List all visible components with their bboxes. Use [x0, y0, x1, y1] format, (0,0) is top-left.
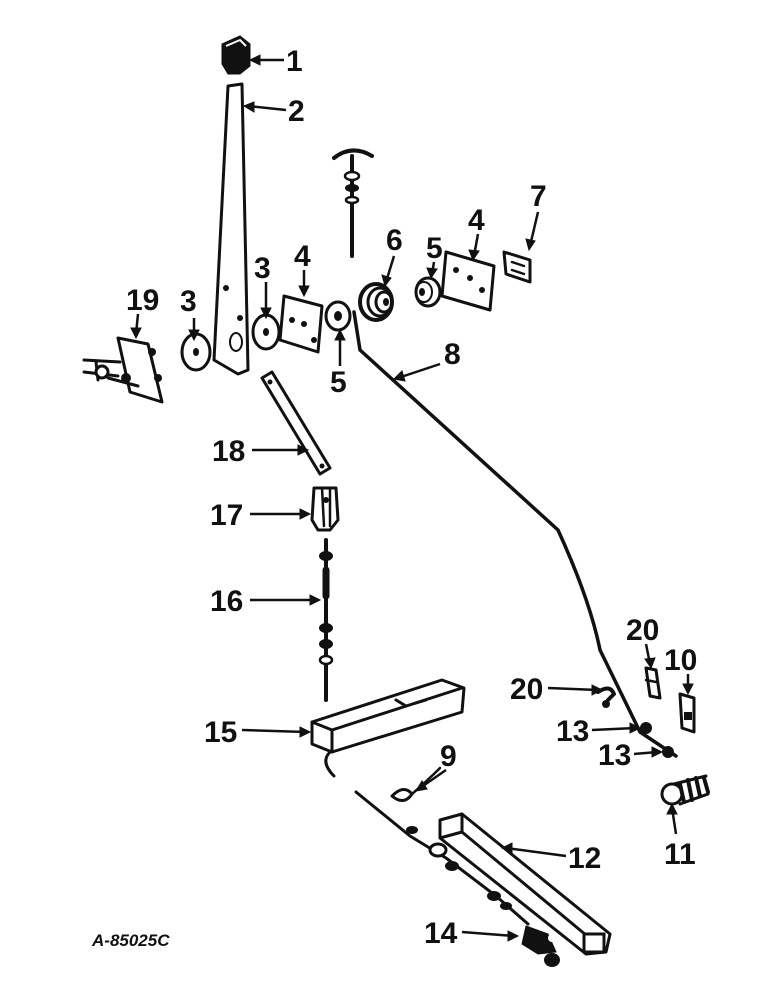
part-7-clip — [502, 250, 532, 284]
callout-5-right: 5 — [426, 232, 443, 265]
part-20-clamp-right — [644, 666, 662, 700]
part-3-washer-left — [180, 332, 212, 372]
part-10-bracket — [678, 692, 696, 734]
part-2-lever — [212, 82, 250, 376]
part-20-clamp-left — [596, 686, 616, 708]
part-14-yoke — [521, 925, 560, 967]
part-11-spring — [660, 774, 710, 806]
callout-7: 7 — [530, 180, 547, 213]
callout-20-left: 20 — [510, 673, 543, 706]
part-16-threaded-rod — [318, 538, 334, 702]
part-6-spring — [358, 282, 394, 322]
callout-3-right: 3 — [254, 252, 271, 285]
part-19-bracket — [82, 336, 164, 404]
callout-16: 16 — [210, 585, 243, 618]
part-18-link — [260, 370, 332, 476]
part-9-clip — [390, 766, 442, 802]
callout-18: 18 — [212, 435, 245, 468]
part-17-clevis — [310, 486, 340, 532]
callout-13-upper: 13 — [556, 715, 589, 748]
callout-2: 2 — [288, 95, 305, 128]
callout-12: 12 — [568, 842, 601, 875]
callout-14: 14 — [424, 917, 458, 950]
callout-5-left: 5 — [330, 366, 347, 399]
callout-labels: 1 2 3 3 4 4 5 5 6 7 8 9 10 11 12 13 13 1… — [126, 45, 697, 950]
part-13-nut-upper — [640, 722, 652, 734]
part-13-nut-lower — [662, 746, 674, 758]
callout-11: 11 — [664, 838, 696, 871]
part-8-rod — [352, 310, 678, 758]
part-3-washer-right — [251, 313, 281, 351]
callout-13-lower: 13 — [598, 739, 631, 772]
callout-15: 15 — [204, 716, 237, 749]
callout-10: 10 — [664, 644, 697, 677]
callout-9: 9 — [440, 740, 457, 773]
callout-19: 19 — [126, 284, 159, 317]
leader-lines — [130, 54, 694, 942]
part-15-channel — [310, 678, 466, 778]
callout-6: 6 — [386, 224, 403, 257]
callout-4-right: 4 — [468, 204, 485, 237]
t-handle-bolt — [332, 148, 374, 258]
drawing-number: A-85025C — [91, 931, 170, 950]
part-4-plate-left — [278, 294, 324, 354]
part-5-spacer-right — [414, 276, 442, 308]
part-5-spacer-left — [324, 300, 352, 332]
callout-1: 1 — [286, 45, 303, 78]
callout-4-left: 4 — [294, 240, 311, 273]
part-4-plate-right — [440, 250, 496, 312]
callout-8: 8 — [444, 338, 461, 371]
lower-rod-assembly — [354, 790, 530, 926]
callout-17: 17 — [210, 499, 243, 532]
part-1-knob — [221, 35, 251, 75]
callout-20-right: 20 — [626, 614, 659, 647]
callout-3-left: 3 — [180, 285, 197, 318]
part-12-arm — [438, 812, 612, 956]
